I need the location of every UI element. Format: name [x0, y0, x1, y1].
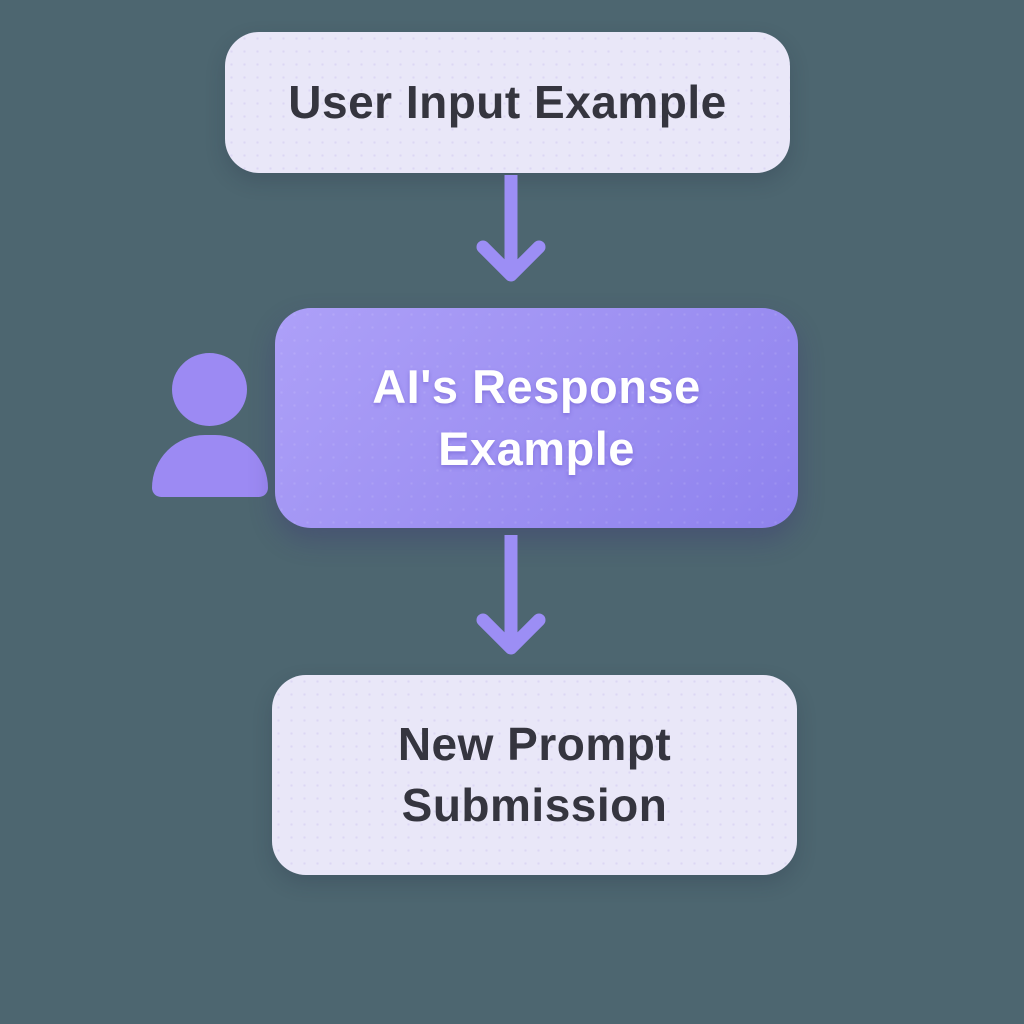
person-icon [150, 350, 270, 500]
arrow-down-icon [476, 175, 546, 282]
node-ai-response-label: AI's Response Example [372, 359, 701, 476]
node-new-prompt-label: New Prompt Submission [397, 717, 672, 831]
node-ai-response: AI's Response Example [275, 308, 798, 528]
node-user-input: User Input Example [225, 32, 790, 173]
node-user-input-label: User Input Example [288, 75, 727, 128]
person-shoulders-shape [152, 435, 268, 497]
node-new-prompt: New Prompt Submission [272, 675, 797, 875]
person-head-shape [172, 353, 247, 426]
arrow-down-icon [476, 535, 546, 655]
